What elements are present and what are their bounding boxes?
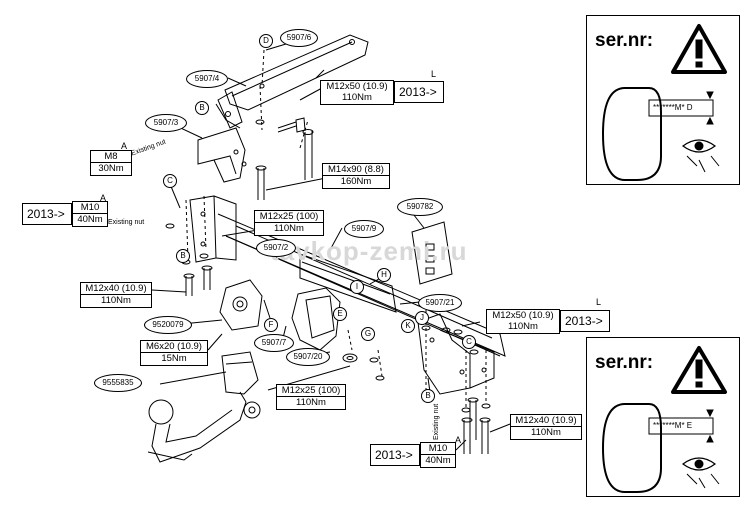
marker-d: D [259, 34, 273, 48]
marker-h: H [377, 268, 391, 282]
warning-and-eye-icon [601, 346, 727, 493]
torque-value: 110Nm [255, 222, 323, 234]
sernr-code: *******M* E [653, 421, 693, 430]
torque-value: 30Nm [91, 162, 131, 174]
marker-f: F [264, 318, 278, 332]
part-ref-5907-20: 5907/20 [286, 348, 330, 366]
torque-box-m6x20: M6x20 (10.9) 15Nm [140, 340, 208, 366]
marker-b-bottom: B [421, 389, 435, 403]
marker-e: E [333, 307, 347, 321]
bolt-spec: M14x90 (8.8) [328, 164, 384, 175]
bolt-spec: M10 [80, 202, 100, 213]
bolt-spec: M12x50 (10.9) [492, 310, 554, 321]
existing-nut-note: Existing nut [433, 403, 440, 440]
marker-i: I [350, 280, 364, 294]
part-ref-590782: 590782 [397, 198, 443, 216]
part-ref-5907-2: 5907/2 [256, 239, 296, 257]
torque-box-m8: M8 30Nm [90, 150, 132, 176]
bolt-spec: M12x40 (10.9) [85, 283, 147, 294]
year-badge: 2013-> [22, 203, 72, 225]
torque-value: 110Nm [81, 294, 151, 306]
bolt-spec: M12x25 (100) [281, 385, 341, 396]
bolt-spec: M12x50 (10.9) [326, 81, 388, 92]
year-badge: 2013-> [560, 310, 610, 332]
sernr-code: *******M* D [653, 103, 693, 112]
torque-value: 110Nm [277, 396, 345, 408]
letter-a-m8: A [121, 141, 128, 151]
warning-and-eye-icon [601, 24, 727, 181]
bolt-spec: M10 [428, 443, 448, 454]
sernr-title: ser.nr: [595, 30, 654, 51]
torque-value: 110Nm [508, 321, 538, 332]
marker-k: K [401, 319, 415, 333]
torque-value: 110Nm [342, 92, 372, 103]
torque-box-m10-bottom: M10 40Nm [420, 442, 456, 468]
bolt-spec: M8 [104, 151, 118, 162]
part-ref-5907-3: 5907/3 [145, 114, 187, 132]
marker-b-top: B [195, 101, 209, 115]
torque-value: 160Nm [323, 175, 389, 187]
torque-box-m12x50-top: M12x50 (10.9) 110Nm [320, 80, 394, 105]
torque-box-m12x25-top: M12x25 (100) 110Nm [254, 210, 324, 236]
torque-box-m12x25-bottom: M12x25 (100) 110Nm [276, 384, 346, 410]
torque-value: 40Nm [421, 454, 455, 466]
bolt-spec: M12x25 (100) [259, 211, 319, 222]
part-ref-9520079: 9520079 [144, 316, 192, 334]
bolt-spec: M6x20 (10.9) [146, 341, 202, 352]
year-badge: 2013-> [370, 444, 420, 466]
marker-g: G [361, 327, 375, 341]
marker-c-right: C [462, 335, 476, 349]
part-ref-5907-21: 5907/21 [418, 294, 462, 312]
torque-box-m12x40-left: M12x40 (10.9) 110Nm [80, 282, 152, 308]
part-ref-5907-4: 5907/4 [186, 70, 228, 88]
letter-l-top: L [431, 69, 437, 79]
torque-value: 110Nm [511, 426, 581, 438]
torque-box-m10-left: M10 40Nm [72, 201, 108, 227]
part-ref-9555835: 9555835 [94, 374, 142, 392]
torque-box-m12x40-right: M12x40 (10.9) 110Nm [510, 414, 582, 440]
torque-box-m12x50-right: M12x50 (10.9) 110Nm [486, 309, 560, 334]
torque-box-m14x90: M14x90 (8.8) 160Nm [322, 163, 390, 189]
bolt-spec: M12x40 (10.9) [515, 415, 577, 426]
marker-b-left: B [176, 249, 190, 263]
letter-a-m10: A [100, 193, 107, 203]
part-ref-5907-9: 5907/9 [344, 220, 384, 238]
existing-nut-note: Existing nut [108, 219, 145, 226]
marker-c-left: C [163, 174, 177, 188]
marker-j: J [415, 311, 429, 325]
sernr-panel-top: ser.nr: *******M* D [586, 15, 740, 185]
letter-a-bottom: A [455, 435, 462, 445]
sernr-panel-bottom: ser.nr: *******M* E [586, 337, 740, 497]
watermark: tavkop-zemi.ru [270, 236, 468, 266]
part-ref-5907-6: 5907/6 [280, 29, 318, 47]
part-ref-5907-7: 5907/7 [254, 334, 294, 352]
sernr-title: ser.nr: [595, 352, 654, 373]
year-badge: 2013-> [394, 81, 444, 103]
letter-l-right: L [596, 297, 602, 307]
torque-value: 15Nm [141, 352, 207, 364]
torque-value: 40Nm [73, 213, 107, 225]
